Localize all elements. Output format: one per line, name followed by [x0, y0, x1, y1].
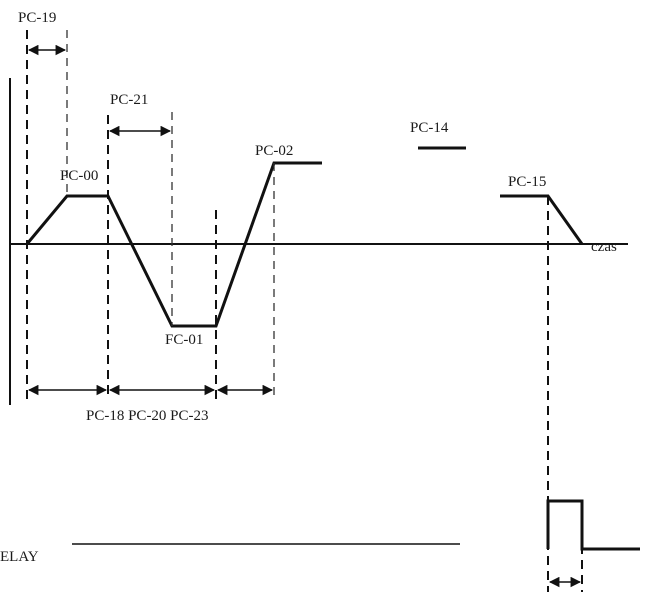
label-pc02: PC-02	[255, 143, 293, 159]
relay-pulse	[546, 499, 640, 551]
label-pc19: PC-19	[18, 10, 56, 26]
label-bottom-intervals: PC-18 PC-20 PC-23	[86, 408, 209, 424]
label-pc14: PC-14	[410, 120, 449, 136]
label-fc01: FC-01	[165, 332, 203, 348]
label-relay: ELAY	[0, 549, 39, 565]
label-time-axis: czas	[591, 239, 617, 255]
pc15-ramp-line	[500, 194, 584, 245]
label-pc21: PC-21	[110, 92, 148, 108]
label-pc00: PC-00	[60, 168, 98, 184]
label-pc15: PC-15	[508, 174, 546, 190]
